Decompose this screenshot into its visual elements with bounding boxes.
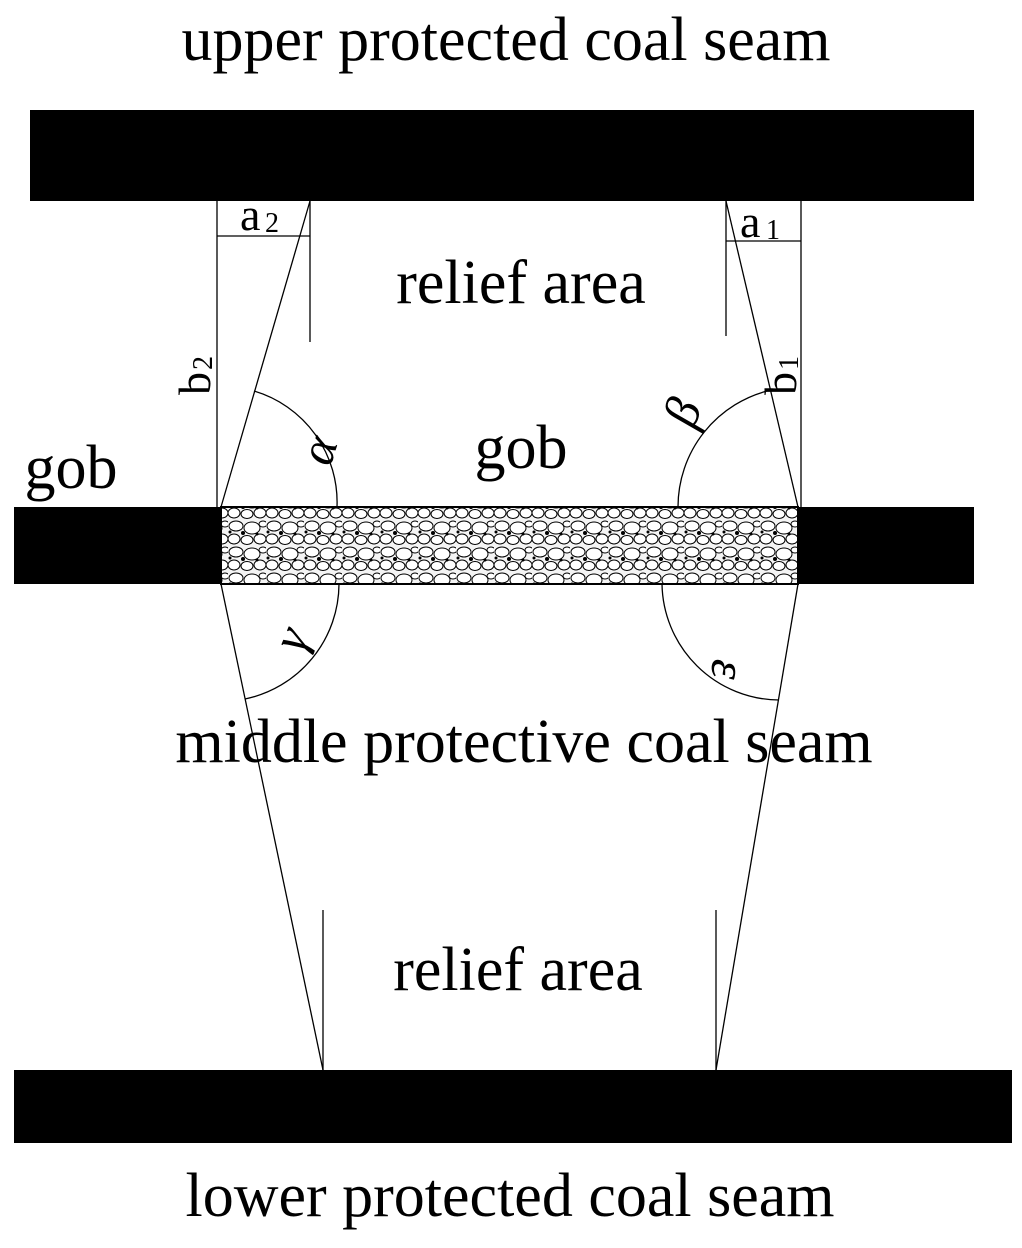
- upper-relief-area-label: relief area: [396, 249, 645, 317]
- a2-subscript: 2: [265, 208, 279, 239]
- gob-center-label: gob: [475, 414, 568, 482]
- epsilon-label: ε: [700, 657, 758, 682]
- a1-letter: a: [740, 196, 760, 247]
- b1-letter: b: [755, 372, 806, 395]
- beta-angle-arc: [677, 389, 772, 508]
- a2-label: a 2: [240, 189, 279, 240]
- gamma-angle-arc: [244, 583, 340, 700]
- lower-seam-label: lower protected coal seam: [186, 1162, 835, 1230]
- lower-relief-area-label: relief area: [393, 936, 642, 1004]
- middle-seam-gob: [220, 506, 799, 585]
- relief-line-upper-right: [725, 200, 799, 508]
- relief-line-lower-left: [220, 583, 324, 1071]
- gamma-label: γ: [261, 618, 321, 658]
- alpha-angle-arc: [253, 390, 338, 508]
- gob-left-label: gob: [25, 434, 118, 502]
- lower-protected-seam: [14, 1070, 1012, 1143]
- b2-letter: b: [169, 372, 220, 395]
- a2-letter: a: [240, 189, 260, 240]
- relief-line-upper-left: [220, 200, 311, 508]
- upper-protected-seam: [30, 110, 974, 201]
- b1-subscript: 1: [774, 356, 805, 370]
- beta-label: β: [651, 391, 713, 435]
- a1-label: a 1: [740, 196, 780, 247]
- b1-label: b 1: [755, 356, 806, 395]
- upper-seam-label: upper protected coal seam: [182, 6, 831, 74]
- a1-subscript: 1: [766, 215, 780, 246]
- b2-label: b 2: [169, 356, 220, 395]
- epsilon-angle-arc: [661, 583, 780, 701]
- relief-line-lower-right: [715, 583, 799, 1071]
- b2-subscript: 2: [188, 356, 219, 370]
- alpha-label: α: [287, 427, 349, 471]
- middle-seam-label: middle protective coal seam: [175, 708, 872, 776]
- middle-seam-left: [14, 507, 221, 584]
- middle-seam-right: [798, 507, 974, 584]
